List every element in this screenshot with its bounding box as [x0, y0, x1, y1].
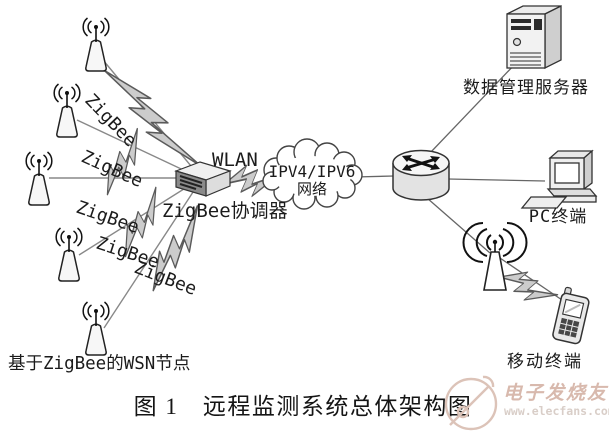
server-label: 数据管理服务器: [463, 78, 589, 98]
figure-caption: 图 1 远程监测系统总体架构图: [134, 394, 473, 419]
zigbee-link-label: ZigBee: [80, 90, 140, 151]
watermark-brand: 电子发烧友: [503, 382, 609, 404]
coordinator-label: ZigBee协调器: [162, 200, 288, 222]
wlan-label: WLAN: [212, 149, 258, 171]
cloud-label-line1: IPV4/IPV6: [269, 162, 356, 181]
wsn-node-icon: [53, 83, 81, 138]
server-icon: [506, 4, 562, 70]
pc-label: PC终端: [529, 207, 587, 227]
mobile-label: 移动终端: [507, 352, 583, 372]
cloud-label-line2: 网络: [297, 180, 327, 198]
wired-links: [353, 61, 566, 303]
cell-tower-icon: [462, 222, 528, 291]
zigbee-link-label: ZigBee: [73, 197, 141, 238]
watermark-url: www.elecfans.com: [504, 404, 609, 418]
wsn-node-icon: [25, 151, 53, 206]
watermark-logo: [444, 375, 498, 431]
watermark: 电子发烧友 www.elecfans.com: [444, 375, 609, 431]
wsn-node-icon: [82, 301, 110, 356]
wsn-group-label: 基于ZigBee的WSN节点: [8, 354, 190, 374]
wsn-node-icon: [82, 17, 110, 72]
wsn-node-icon: [55, 227, 83, 282]
pc-icon: [520, 149, 598, 209]
router-icon: [392, 149, 450, 201]
wsn-nodes: [25, 17, 110, 356]
mobile-phone-icon: [552, 286, 590, 345]
cloud-shape: [262, 138, 363, 210]
zigbee-coordinator-icon: [174, 161, 232, 197]
